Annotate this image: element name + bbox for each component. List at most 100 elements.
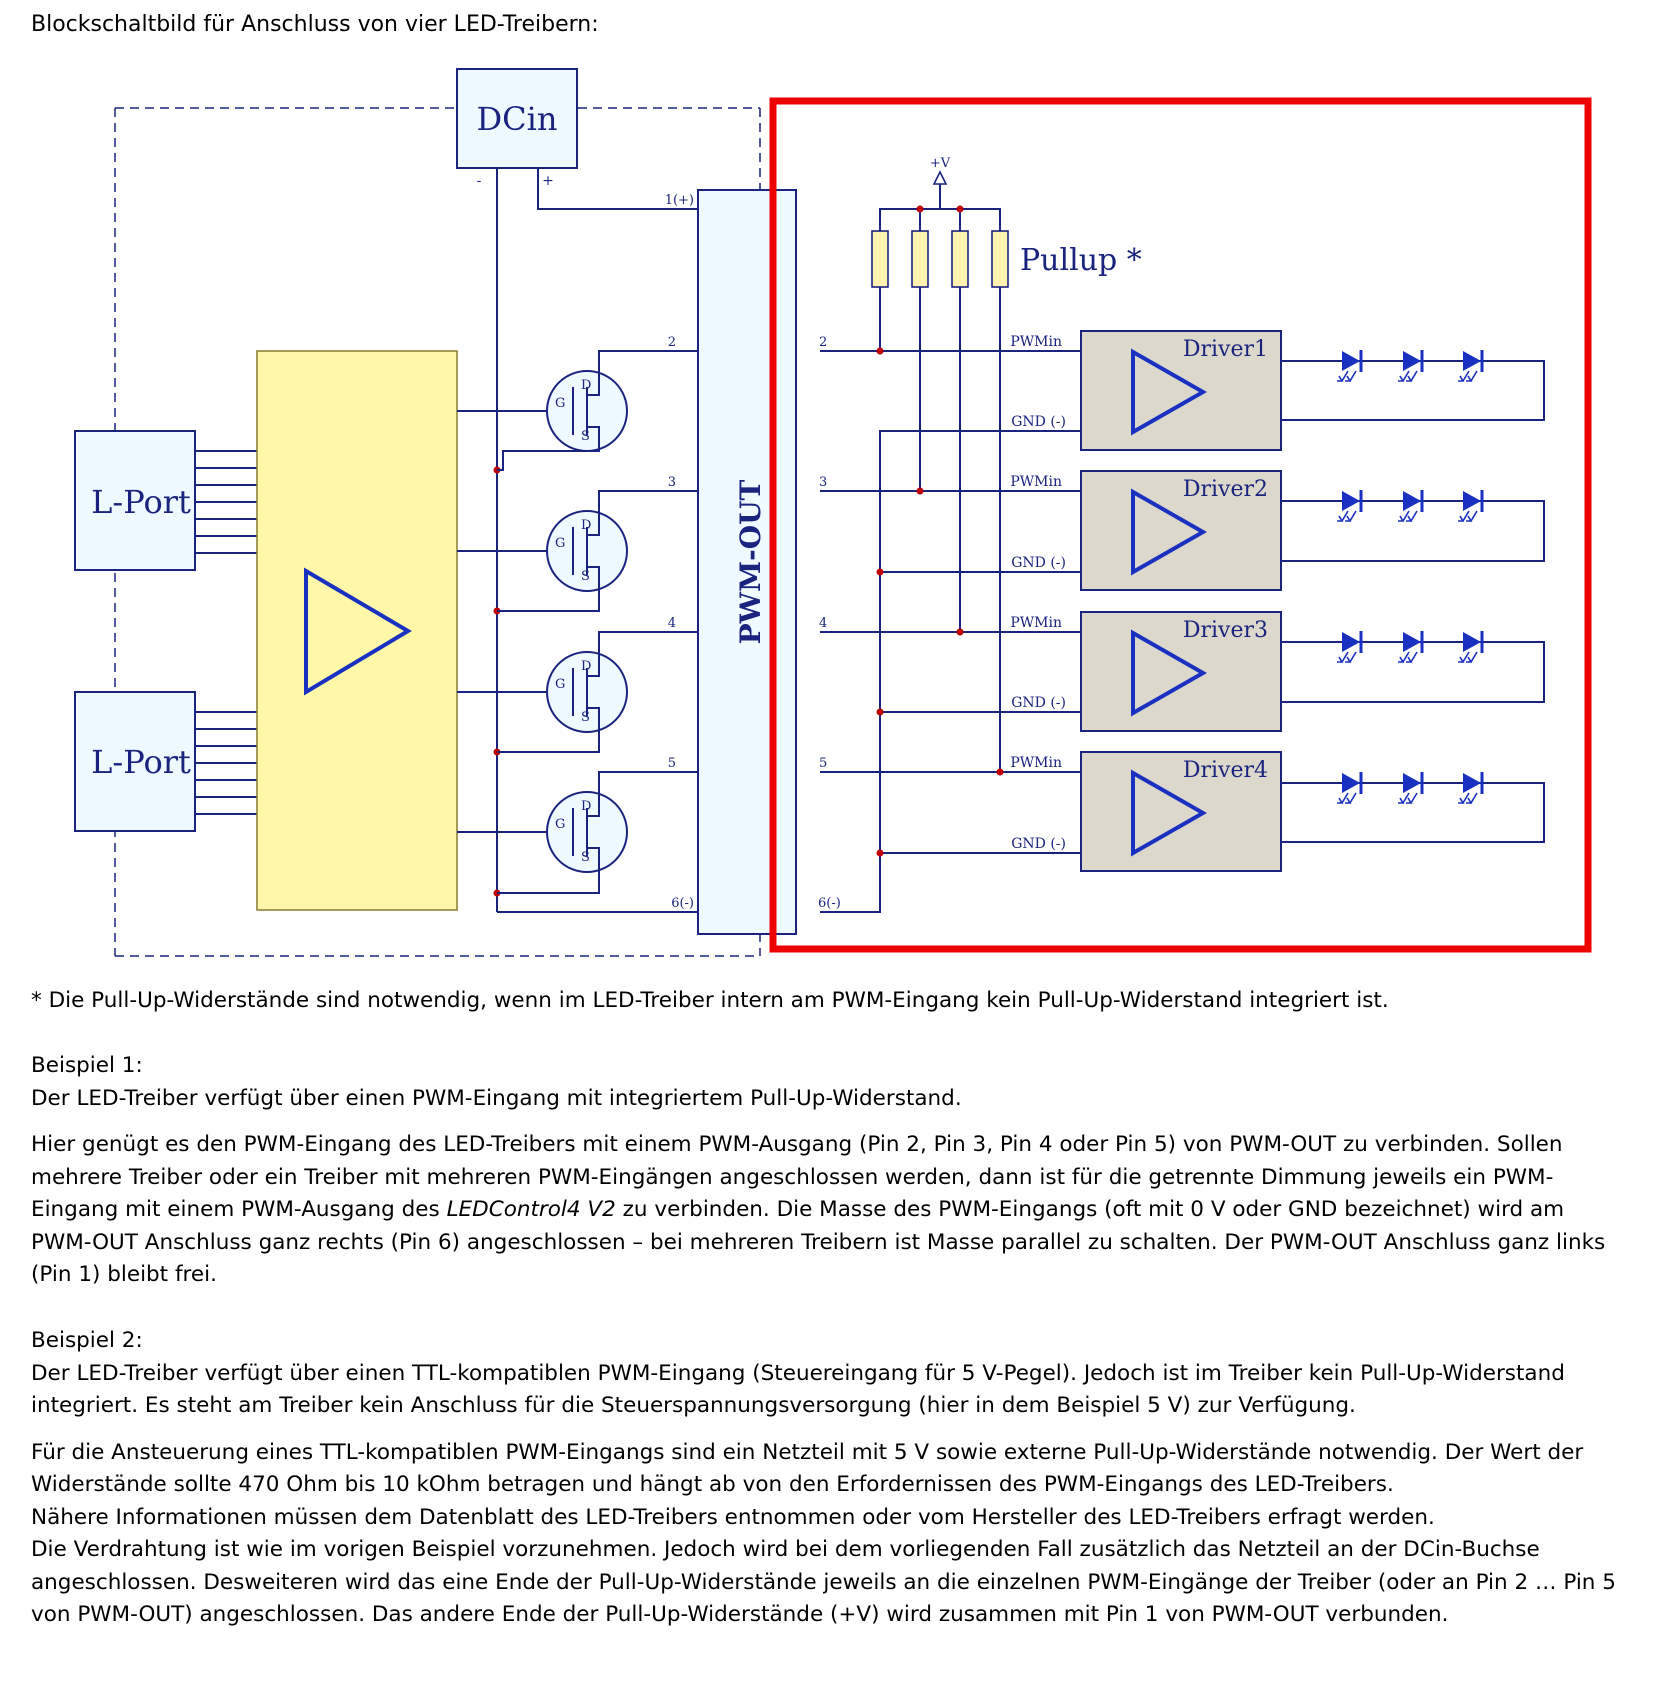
dcin-minus-label: - [477, 173, 482, 189]
svg-text:PWMin: PWMin [1010, 755, 1062, 771]
svg-text:S: S [581, 429, 590, 444]
lport-block-bottom: L-Port [74, 691, 196, 832]
mosfet-3 [457, 631, 697, 753]
example-1-paragraph-2: Hier genügt es den PWM-Eingang des LED-T… [31, 1132, 1606, 1287]
svg-text:G: G [555, 677, 565, 692]
dcin-label: DCin [477, 100, 558, 138]
led-icon [1457, 772, 1484, 804]
svg-text:6(-): 6(-) [671, 896, 694, 911]
svg-text:GND (-): GND (-) [1011, 414, 1066, 430]
led-icon [1457, 350, 1484, 382]
lport-label-bottom: L-Port [91, 743, 191, 781]
footnote: * Die Pull-Up-Widerstände sind notwendig… [31, 988, 1389, 1013]
svg-text:2: 2 [819, 335, 827, 350]
svg-text:PWMin: PWMin [1010, 334, 1062, 350]
driver-2-triangle-icon [1131, 488, 1208, 576]
highlight-frame [769, 97, 1592, 953]
input-pin-labels: 2 3 4 5 6(-) [818, 335, 841, 911]
driver-3-triangle-icon [1131, 629, 1208, 717]
driver-4-triangle-icon [1131, 769, 1208, 857]
lport-label-top: L-Port [91, 483, 191, 521]
svg-text:GND (-): GND (-) [1011, 836, 1066, 852]
amplifier-triangle-icon [304, 567, 412, 696]
lport-block-top: L-Port [74, 430, 196, 571]
pwm-out-connector: PWM-OUT [697, 189, 797, 935]
svg-text:D: D [581, 799, 591, 814]
driver-block-2: Driver2 [1080, 470, 1282, 591]
power-wires [496, 168, 697, 913]
plus-v-arrow-icon [932, 170, 948, 185]
page-heading: Blockschaltbild für Anschluss von vier L… [31, 12, 599, 37]
svg-text:D: D [581, 378, 591, 393]
driver-2-label: Driver2 [1183, 477, 1268, 502]
led-icon [1336, 490, 1363, 522]
example-1: Beispiel 1: Der LED-Treiber verfügt über… [31, 1050, 1631, 1292]
svg-text:2: 2 [668, 335, 676, 350]
plus-v-label: +V [930, 156, 951, 171]
svg-text:GND (-): GND (-) [1011, 555, 1066, 571]
pwm-out-label: PWM-OUT [734, 479, 767, 644]
pwm-out-pin-labels: 1(+) 2 3 4 5 6(-) [665, 193, 694, 911]
led-row-4 [1336, 772, 1484, 804]
example-2-paragraph-3: Nähere Informationen müssen dem Datenbla… [31, 1504, 1435, 1530]
led-row-3 [1336, 631, 1484, 663]
lport-bus-lines [195, 450, 257, 815]
svg-text:3: 3 [819, 475, 827, 490]
svg-text:S: S [581, 569, 590, 584]
mosfet-2 [457, 490, 697, 612]
product-name: LEDControl4 V2 [446, 1197, 616, 1222]
driver-wiring [820, 184, 1081, 913]
svg-text:G: G [555, 817, 565, 832]
svg-text:G: G [555, 396, 565, 411]
pullup-resistors [871, 230, 1009, 288]
svg-text:6(-): 6(-) [818, 896, 841, 911]
driver-block-4: Driver4 [1080, 751, 1282, 872]
example-2-paragraph-1: Der LED-Treiber verfügt über einen TTL-k… [31, 1360, 1565, 1419]
example-2-paragraph-2: Für die Ansteuerung eines TTL-kompatible… [31, 1439, 1584, 1498]
led-icon [1397, 490, 1424, 522]
svg-text:1(+): 1(+) [665, 193, 694, 208]
svg-text:5: 5 [819, 756, 827, 771]
led-row-2 [1336, 490, 1484, 522]
led-icon [1457, 490, 1484, 522]
driver-1-label: Driver1 [1183, 337, 1268, 362]
led-icon [1336, 631, 1363, 663]
driver-4-label: Driver4 [1183, 758, 1268, 783]
example-2: Beispiel 2: Der LED-Treiber verfügt über… [31, 1325, 1631, 1632]
driver-block-1: Driver1 [1080, 330, 1282, 451]
svg-text:3: 3 [668, 475, 676, 490]
svg-text:PWMin: PWMin [1010, 474, 1062, 490]
svg-text:GND (-): GND (-) [1011, 695, 1066, 711]
example-1-line-1: Der LED-Treiber verfügt über einen PWM-E… [31, 1085, 962, 1111]
led-icon [1397, 772, 1424, 804]
mosfet-1 [457, 350, 697, 471]
led-strings [1281, 360, 1545, 843]
led-icon [1336, 772, 1363, 804]
wiring-junctions [876, 205, 1004, 857]
led-icon [1336, 350, 1363, 382]
dcin-block: DCin - + [456, 68, 578, 189]
controller-amplifier-block [256, 350, 458, 911]
block-diagram: DCin - + L-Port L-Port [74, 68, 1592, 957]
svg-text:5: 5 [668, 756, 676, 771]
mosfet-pin-labels: GDS GDS GDS GDS [555, 378, 591, 865]
mosfet-4 [457, 771, 697, 894]
svg-text:D: D [581, 518, 591, 533]
driver-block-3: Driver3 [1080, 611, 1282, 732]
driver-1-triangle-icon [1131, 348, 1208, 436]
svg-text:G: G [555, 536, 565, 551]
example-1-title: Beispiel 1: [31, 1053, 143, 1078]
example-2-title: Beispiel 2: [31, 1328, 143, 1353]
svg-text:D: D [581, 659, 591, 674]
pullup-label: Pullup * [1020, 243, 1142, 278]
driver-3-label: Driver3 [1183, 618, 1268, 643]
svg-text:4: 4 [668, 616, 676, 631]
led-icon [1457, 631, 1484, 663]
svg-text:S: S [581, 710, 590, 725]
driver-input-labels: PWMin GND (-) PWMin GND (-) PWMin GND (-… [1010, 334, 1066, 852]
example-2-paragraph-4: Die Verdrahtung ist wie im vorigen Beisp… [31, 1537, 1616, 1627]
led-icon [1397, 631, 1424, 663]
svg-text:4: 4 [819, 616, 827, 631]
svg-text:PWMin: PWMin [1010, 615, 1062, 631]
led-icon [1397, 350, 1424, 382]
